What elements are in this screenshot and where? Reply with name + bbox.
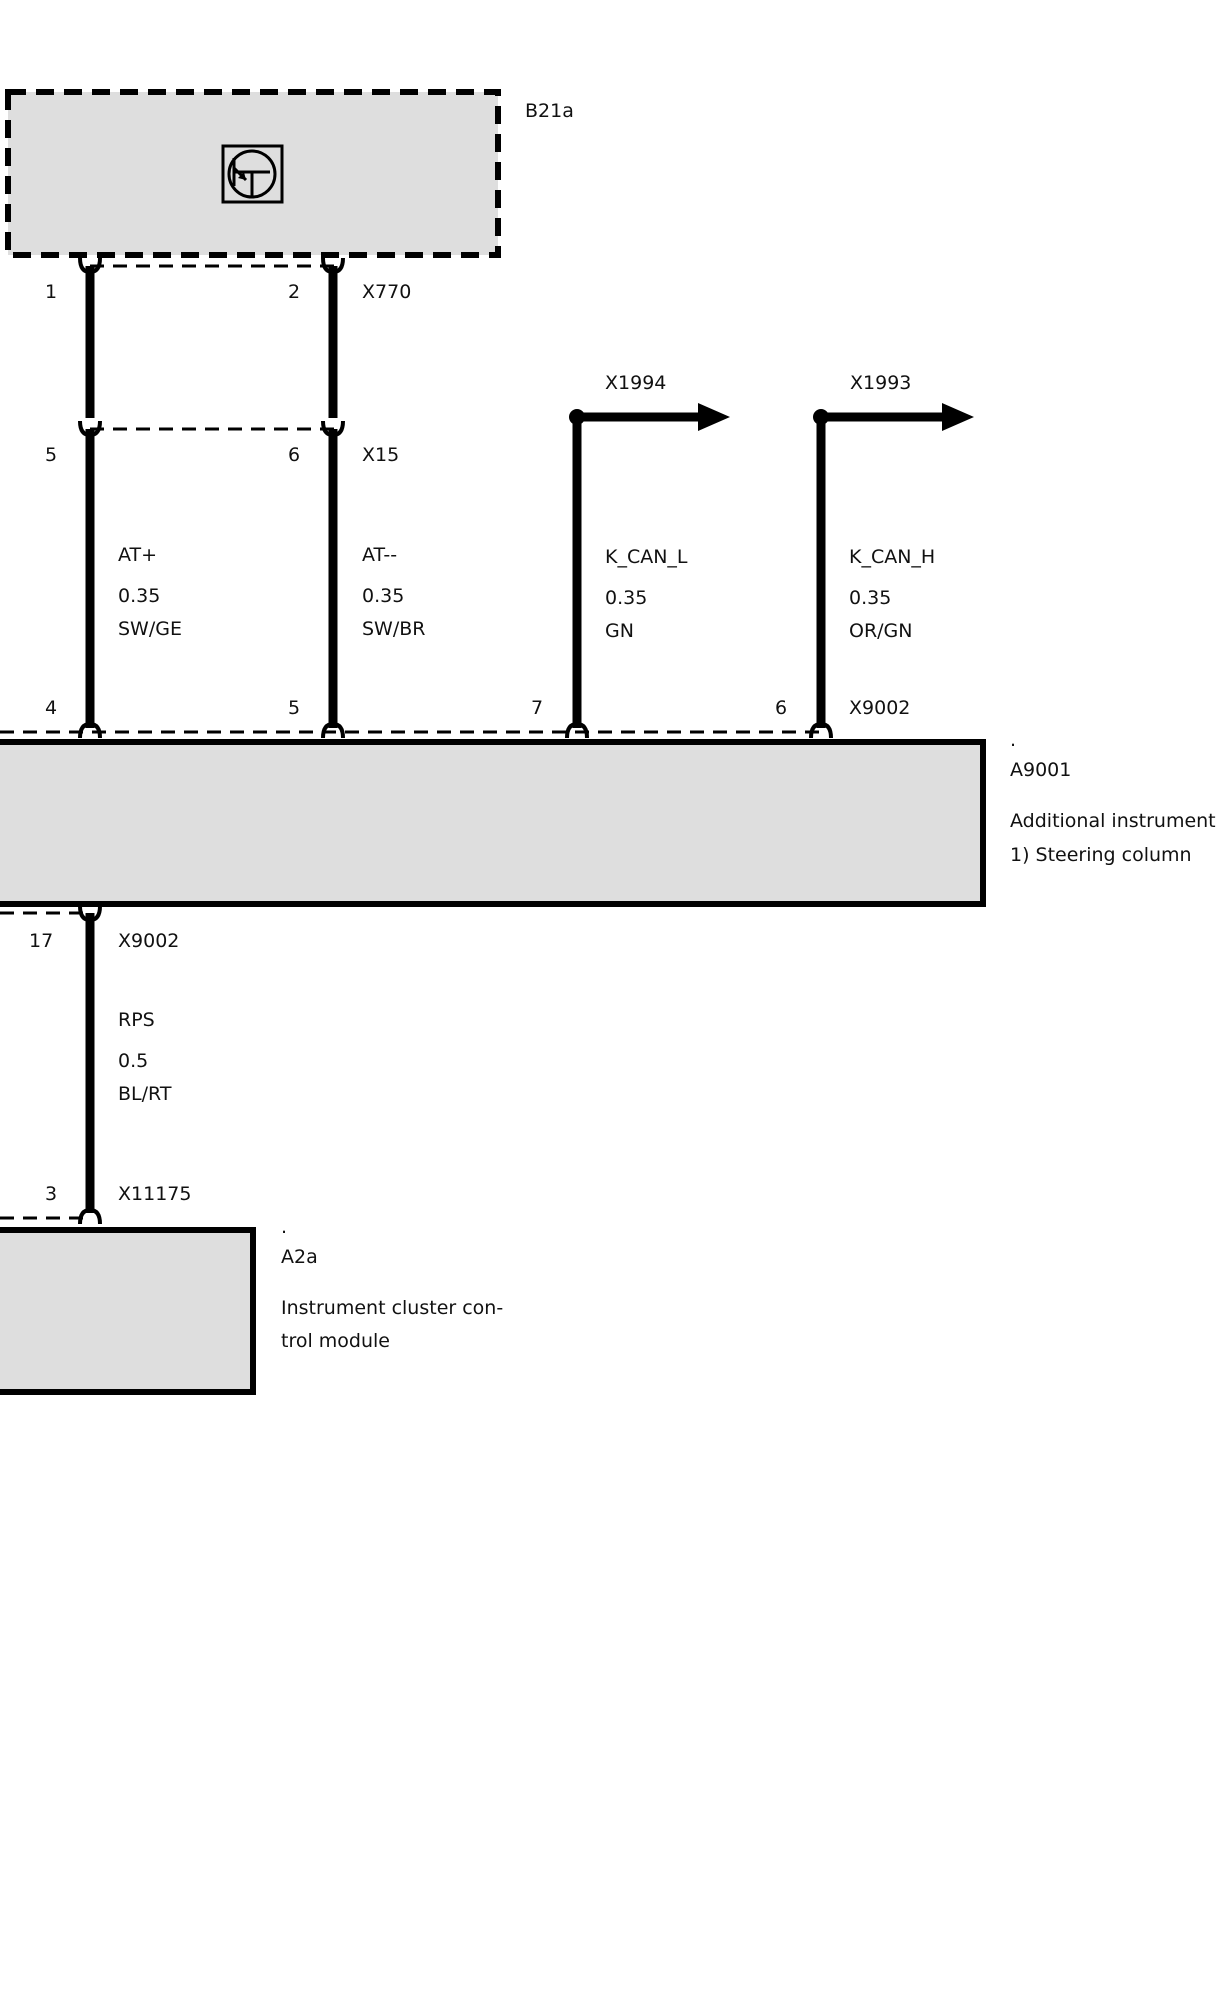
wire-signal: K_CAN_L [605, 546, 688, 568]
transistor-sensor-icon [221, 144, 284, 204]
connector-name: X15 [362, 444, 399, 466]
pin-number: 5 [45, 444, 57, 466]
pin-number: 7 [531, 697, 543, 719]
wire-size: 0.35 [118, 585, 160, 607]
pin-number: 1 [45, 281, 57, 303]
pin-hook [78, 1207, 102, 1225]
component-a2a-dot: . [281, 1216, 287, 1238]
pin-hook [78, 721, 102, 739]
wire-size: 0.35 [605, 587, 647, 609]
component-a2a-label: A2a [281, 1246, 318, 1268]
pin-hook [565, 721, 589, 739]
pin-number: 6 [775, 697, 787, 719]
connector-name: X9002 [118, 930, 179, 952]
pin-number: 3 [45, 1183, 57, 1205]
pin-number: 5 [288, 697, 300, 719]
wire-color: GN [605, 620, 634, 642]
connector-name: X9002 [849, 697, 910, 719]
pin-number: 6 [288, 444, 300, 466]
component-a9001-label: A9001 [1010, 759, 1071, 781]
wire-color: OR/GN [849, 620, 913, 642]
connector-name: X1993 [850, 372, 911, 394]
component-a2a-box [0, 1227, 256, 1395]
connector-name: X1994 [605, 372, 666, 394]
wire-size: 0.35 [362, 585, 404, 607]
component-a9001-dot: . [1010, 729, 1016, 751]
pin-hook [321, 721, 345, 739]
wire-color: SW/BR [362, 618, 426, 640]
component-a9001-box [0, 739, 986, 907]
wire-signal: AT-- [362, 544, 397, 566]
pin-number: 2 [288, 281, 300, 303]
wire-size: 0.5 [118, 1050, 148, 1072]
connector-name: X11175 [118, 1183, 191, 1205]
connector-name: X770 [362, 281, 411, 303]
wire-color: SW/GE [118, 618, 182, 640]
arrow-right-icon [942, 403, 974, 431]
component-a9001-desc: Additional instrument [1010, 810, 1216, 832]
wire-color: BL/RT [118, 1083, 172, 1105]
wire-signal: RPS [118, 1009, 155, 1031]
component-a2a-desc: Instrument cluster con- [281, 1297, 503, 1319]
arrow-right-icon [698, 403, 730, 431]
component-a9001-desc: 1) Steering column [1010, 844, 1192, 866]
component-b21a-label: B21a [525, 100, 574, 122]
pin-number: 17 [29, 930, 53, 952]
wire-size: 0.35 [849, 587, 891, 609]
wire-signal: K_CAN_H [849, 546, 935, 568]
wire-signal: AT+ [118, 544, 157, 566]
pin-number: 4 [45, 697, 57, 719]
pin-hook [809, 721, 833, 739]
component-a2a-desc: trol module [281, 1330, 390, 1352]
